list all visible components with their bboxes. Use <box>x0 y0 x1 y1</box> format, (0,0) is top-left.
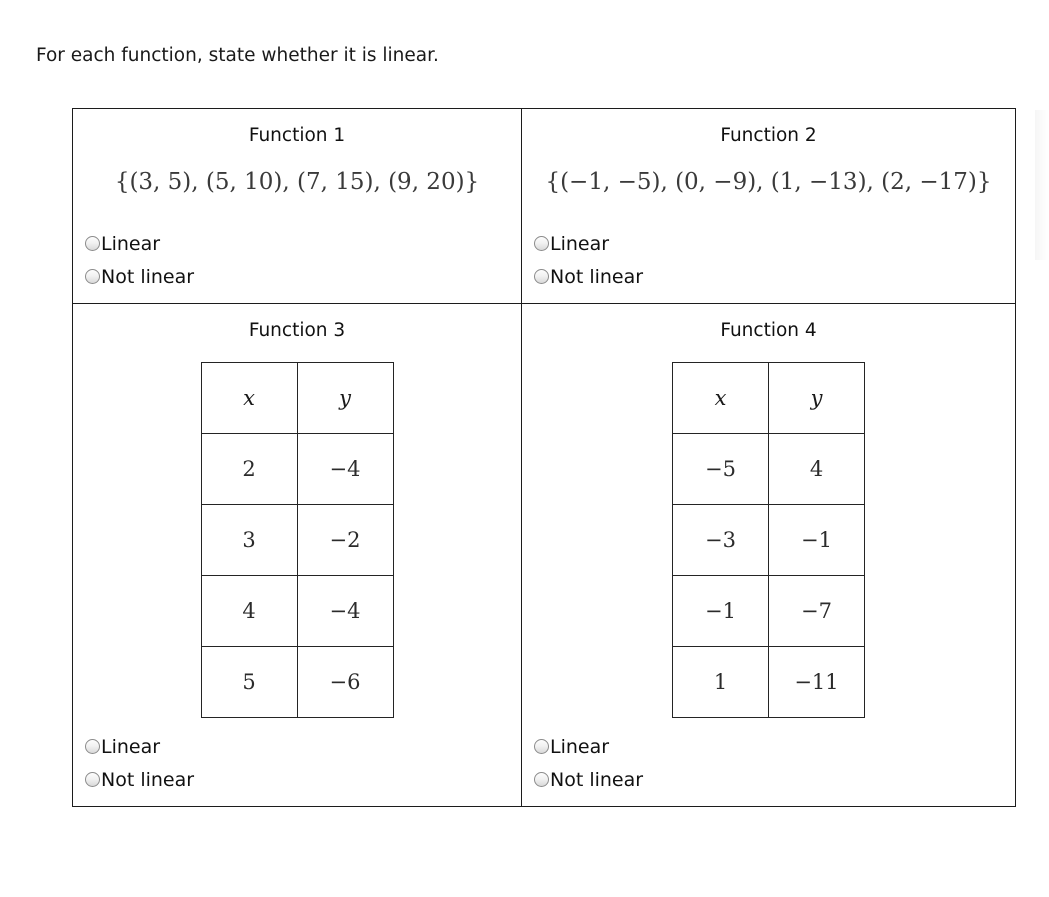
radio-unselected-icon[interactable] <box>534 236 549 251</box>
column-header-x: x <box>672 362 769 434</box>
function-1-option-linear[interactable]: Linear <box>85 227 194 260</box>
function-1-cell: Function 1 {(3, 5), (5, 10), (7, 15), (9… <box>73 109 522 304</box>
function-2-option-linear-label: Linear <box>550 232 610 255</box>
cell-x: 4 <box>200 575 298 647</box>
function-1-option-not-linear-label: Not linear <box>101 265 195 288</box>
table-row: 4 −4 <box>200 575 394 647</box>
cell-y: −2 <box>296 504 394 576</box>
column-header-y: y <box>768 362 865 434</box>
function-1-option-not-linear[interactable]: Not linear <box>85 260 194 293</box>
function-4-title: Function 4 <box>720 320 817 341</box>
function-3-radio-group: Linear Not linear <box>85 730 194 796</box>
function-2-option-not-linear-label: Not linear <box>550 265 644 288</box>
function-3-option-not-linear[interactable]: Not linear <box>85 763 194 796</box>
cell-y: −6 <box>296 646 394 718</box>
cell-y: −4 <box>296 575 394 647</box>
cell-x: 1 <box>672 646 769 718</box>
function-4-option-not-linear-label: Not linear <box>550 768 644 791</box>
radio-unselected-icon[interactable] <box>534 772 549 787</box>
function-3-cell: Function 3 x y 2 −4 3 −2 <box>73 304 522 806</box>
cell-y: 4 <box>768 433 865 505</box>
function-2-cell: Function 2 {(−1, −5), (0, −9), (1, −13),… <box>522 109 1015 304</box>
table-row: 1 −11 <box>672 646 865 718</box>
cell-x: −5 <box>672 433 769 505</box>
function-4-radio-group: Linear Not linear <box>534 730 643 796</box>
page-instruction: For each function, state whether it is l… <box>36 45 439 66</box>
table-row: 3 −2 <box>200 504 394 576</box>
function-3-xy-table: x y 2 −4 3 −2 4 −4 <box>200 362 394 718</box>
function-4-xy-table: x y −5 4 −3 −1 −1 −7 <box>672 362 865 718</box>
function-2-title: Function 2 <box>720 125 817 146</box>
function-1-option-linear-label: Linear <box>101 232 161 255</box>
function-3-title: Function 3 <box>248 320 346 341</box>
function-4-cell: Function 4 x y −5 4 −3 −1 <box>522 304 1015 806</box>
cell-x: 5 <box>200 646 298 718</box>
cell-y: −11 <box>768 646 865 718</box>
function-1-title: Function 1 <box>248 125 346 146</box>
column-header-y: y <box>296 362 394 434</box>
table-row: −5 4 <box>672 433 865 505</box>
function-3-table-wrap: x y 2 −4 3 −2 4 −4 <box>73 362 521 718</box>
column-header-x: x <box>200 362 298 434</box>
cell-y: −4 <box>296 433 394 505</box>
cell-x: −3 <box>672 504 769 576</box>
table-row: 5 −6 <box>200 646 394 718</box>
function-4-option-not-linear[interactable]: Not linear <box>534 763 643 796</box>
table-header-row: x y <box>672 362 865 434</box>
radio-unselected-icon[interactable] <box>534 269 549 284</box>
function-2-option-linear[interactable]: Linear <box>534 227 643 260</box>
cell-x: −1 <box>672 575 769 647</box>
function-1-radio-group: Linear Not linear <box>85 227 194 293</box>
function-3-option-linear[interactable]: Linear <box>85 730 194 763</box>
table-header-row: x y <box>200 362 394 434</box>
function-4-option-linear[interactable]: Linear <box>534 730 643 763</box>
function-4-option-linear-label: Linear <box>550 735 610 758</box>
radio-unselected-icon[interactable] <box>85 772 100 787</box>
function-4-table-wrap: x y −5 4 −3 −1 −1 −7 <box>522 362 1015 718</box>
table-row: −1 −7 <box>672 575 865 647</box>
radio-unselected-icon[interactable] <box>85 236 100 251</box>
cell-y: −1 <box>768 504 865 576</box>
function-1-set-notation: {(3, 5), (5, 10), (7, 15), (9, 20)} <box>114 169 480 195</box>
cell-x: 3 <box>200 504 298 576</box>
table-row: −3 −1 <box>672 504 865 576</box>
function-3-option-linear-label: Linear <box>101 735 161 758</box>
radio-unselected-icon[interactable] <box>534 739 549 754</box>
cell-y: −7 <box>768 575 865 647</box>
function-2-set-notation: {(−1, −5), (0, −9), (1, −13), (2, −17)} <box>545 169 992 195</box>
functions-grid: Function 1 {(3, 5), (5, 10), (7, 15), (9… <box>72 108 1016 807</box>
function-2-option-not-linear[interactable]: Not linear <box>534 260 643 293</box>
cell-x: 2 <box>200 433 298 505</box>
function-3-option-not-linear-label: Not linear <box>101 768 195 791</box>
table-row: 2 −4 <box>200 433 394 505</box>
radio-unselected-icon[interactable] <box>85 269 100 284</box>
function-2-radio-group: Linear Not linear <box>534 227 643 293</box>
radio-unselected-icon[interactable] <box>85 739 100 754</box>
page-edge-fade <box>1035 110 1049 260</box>
